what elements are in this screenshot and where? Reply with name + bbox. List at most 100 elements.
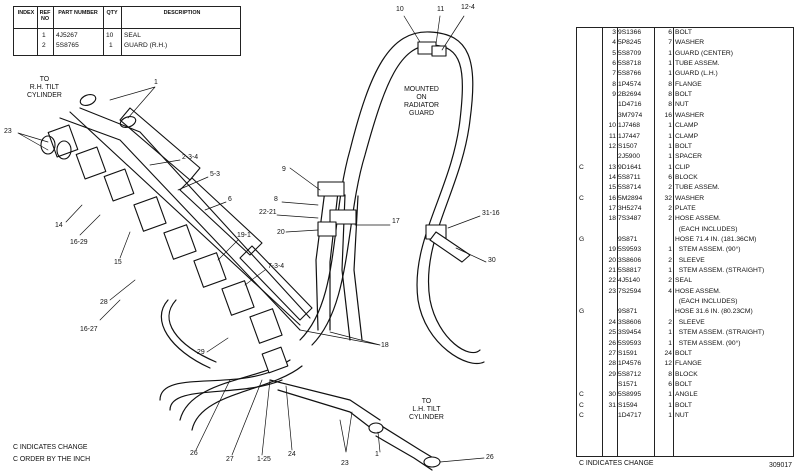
- change-key: C: [579, 411, 584, 419]
- part-number: S1594: [618, 401, 638, 409]
- exploded-hydraulic-diagram: [17, 15, 487, 471]
- ref-no: 7: [612, 70, 616, 78]
- description: NUT: [675, 101, 689, 109]
- ref-no: 5: [612, 49, 616, 57]
- description: (EACH INCLUDES): [675, 298, 738, 306]
- qty: 8: [668, 80, 672, 88]
- change-key: G: [579, 308, 585, 316]
- ref-no: 30: [608, 391, 616, 399]
- qty: 2: [668, 204, 672, 212]
- callout: 31-16: [482, 210, 500, 217]
- description: BOLT: [675, 401, 692, 409]
- qty: 1: [668, 60, 672, 68]
- table-header: INDEX REF NO PART NUMBER QTY DESCRIPTION: [14, 7, 240, 29]
- part-number: 1J7447: [618, 132, 640, 140]
- callout: 15: [114, 259, 122, 266]
- qty: 10: [106, 32, 114, 39]
- description: ANGLE: [675, 391, 698, 399]
- ref-no: 2: [42, 42, 46, 49]
- qty: 1: [668, 267, 672, 275]
- header-part-number: PART NUMBER: [58, 10, 98, 16]
- callout: 16-29: [70, 239, 88, 246]
- qty: 1: [109, 42, 113, 49]
- callout: 20: [277, 229, 285, 236]
- qty: 2: [668, 256, 672, 264]
- description: SEAL: [124, 32, 141, 39]
- description: STEM ASSEM. (90°): [675, 339, 741, 347]
- callout: 30: [488, 257, 496, 264]
- description: SLEEVE: [675, 256, 705, 264]
- ref-no: 8: [612, 80, 616, 88]
- description: GUARD (R.H.): [124, 42, 168, 49]
- block-stack: [47, 124, 283, 344]
- table-row: 2 5S8765 1 GUARD (R.H.): [14, 41, 240, 50]
- callout: 8: [274, 196, 278, 203]
- part-number: 5P8245: [618, 39, 642, 47]
- ref-no: 13: [608, 163, 616, 171]
- description: CLAMP: [675, 132, 699, 140]
- qty: 1: [668, 163, 672, 171]
- parts-list-row: (EACH INCLUDES): [576, 226, 794, 234]
- qty: 16: [664, 111, 672, 119]
- description: FLANGE: [675, 360, 702, 368]
- callout: 27: [226, 456, 234, 463]
- ref-no: 3: [612, 29, 616, 36]
- callout: 1: [154, 79, 158, 86]
- description: STEM ASSEM. (STRAIGHT): [675, 329, 765, 337]
- part-number: 3H5274: [618, 204, 642, 212]
- description: HOSE ASSEM.: [675, 287, 721, 295]
- part-number: 2B2694: [618, 91, 642, 99]
- description: SLEEVE: [675, 318, 705, 326]
- description: BOLT: [675, 380, 692, 388]
- footer-right-indicates-change: C INDICATES CHANGE: [579, 460, 654, 467]
- part-number: 7S3487: [618, 215, 642, 223]
- callout: 26: [190, 450, 198, 457]
- ref-no: 31: [608, 401, 616, 409]
- description: BOLT: [675, 91, 692, 99]
- qty: 1: [668, 339, 672, 347]
- part-number: 5S8711: [618, 173, 641, 181]
- qty: 1: [668, 153, 672, 161]
- ref-no: 20: [608, 256, 616, 264]
- qty: 12: [664, 360, 672, 368]
- part-number: 9S1366: [618, 29, 642, 36]
- part-number: 5M2894: [618, 194, 643, 202]
- part-number: 3S9454: [618, 329, 642, 337]
- ref-no: 19: [608, 246, 616, 254]
- mounted-on-radiator-guard-label: MOUNTED ON RADIATOR GUARD: [404, 86, 439, 117]
- description: PLATE: [675, 204, 696, 212]
- parts-list-row: (EACH INCLUDES): [576, 298, 794, 306]
- part-number: 7S2594: [618, 287, 642, 295]
- callout: 14: [55, 222, 63, 229]
- callout: 22-21: [259, 209, 277, 216]
- callout: 9: [282, 166, 286, 173]
- qty: 2: [668, 184, 672, 192]
- part-number: 9D1641: [618, 163, 642, 171]
- qty: 1: [668, 70, 672, 78]
- drawing-code: 309017: [769, 462, 792, 469]
- description: HOSE ASSEM.: [675, 215, 721, 223]
- ref-no: 6: [612, 60, 616, 68]
- header-qty: QTY: [106, 10, 118, 16]
- ref-no: 14: [608, 173, 616, 181]
- qty: 1: [668, 132, 672, 140]
- description: TUBE ASSEM.: [675, 184, 720, 192]
